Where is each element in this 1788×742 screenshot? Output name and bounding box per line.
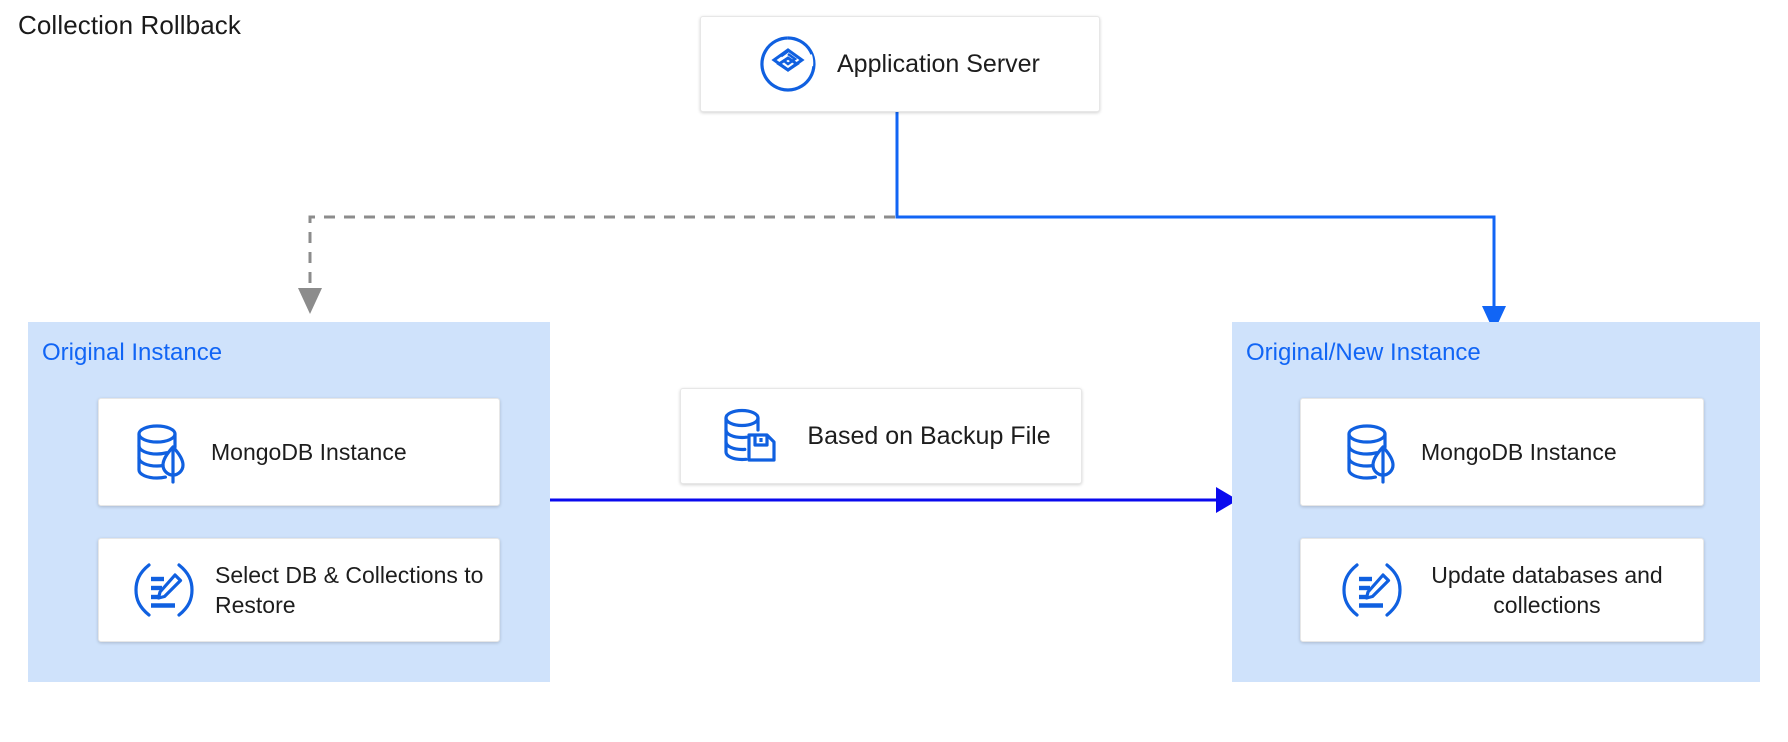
panel-title: Original Instance xyxy=(42,339,223,366)
edit-document-icon xyxy=(131,559,197,621)
card-label: Update databases and collections xyxy=(1431,561,1663,618)
card-update-databases-collections[interactable]: Update databases and collections xyxy=(1300,538,1704,642)
card-select-db-collections[interactable]: Select DB & Collections to Restore xyxy=(98,538,500,642)
node-application-server[interactable]: Application Server xyxy=(700,16,1100,112)
mongodb-icon xyxy=(131,419,193,485)
mongodb-icon xyxy=(1341,419,1403,485)
card-label: Select DB & Collections to Restore xyxy=(215,561,484,618)
node-label: Application Server xyxy=(837,49,1040,78)
card-mongodb-instance-target[interactable]: MongoDB Instance xyxy=(1300,398,1704,506)
panel-title: Original/New Instance xyxy=(1246,339,1481,366)
card-mongodb-instance-original[interactable]: MongoDB Instance xyxy=(98,398,500,506)
edit-document-icon xyxy=(1339,559,1405,621)
node-label: Based on Backup File xyxy=(807,421,1051,450)
node-based-on-backup-file[interactable]: Based on Backup File xyxy=(680,388,1082,484)
card-label: MongoDB Instance xyxy=(211,438,407,465)
card-label: MongoDB Instance xyxy=(1421,438,1617,465)
database-backup-icon xyxy=(719,405,781,467)
connector-app-server-to-original-instance xyxy=(298,215,895,314)
connector-original-to-target-restore-flow xyxy=(550,487,1238,513)
page-title: Collection Rollback xyxy=(18,10,242,40)
connector-app-server-to-target-instance xyxy=(895,112,1506,332)
application-server-icon xyxy=(757,33,819,95)
